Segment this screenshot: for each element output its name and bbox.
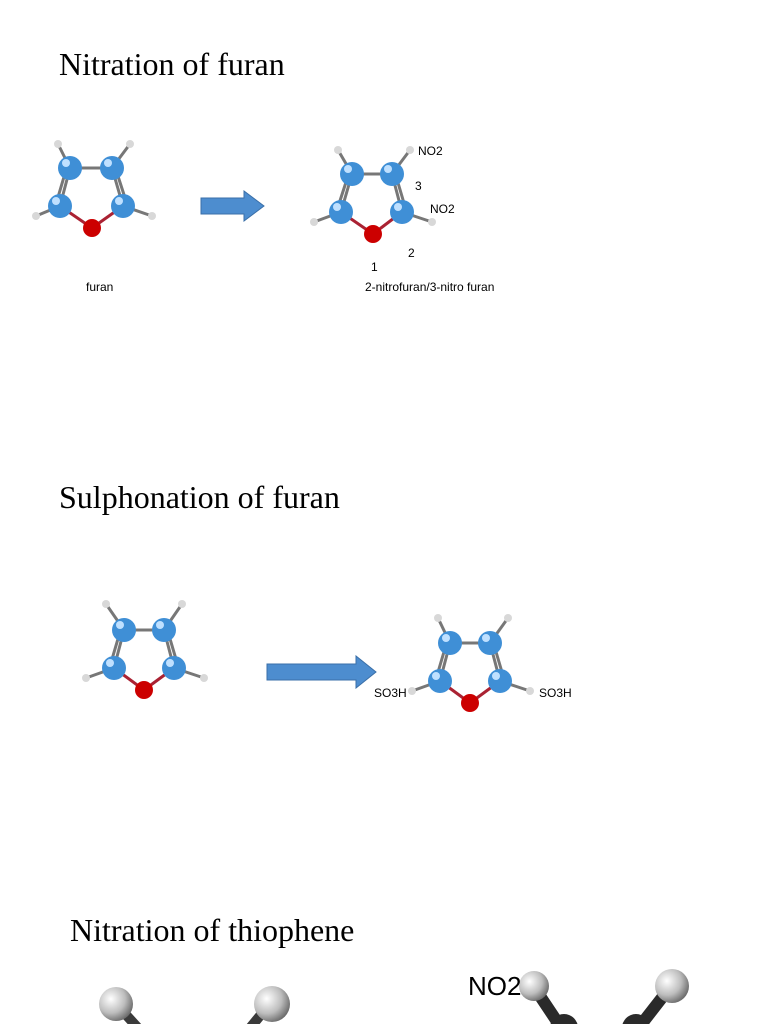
no2-label-top: NO2: [418, 144, 443, 158]
so3h-label-left: SO3H: [374, 686, 407, 700]
section-title-nitration-furan: Nitration of furan: [59, 46, 285, 82]
position-3-label: 3: [415, 179, 422, 193]
position-1-label: 1: [371, 260, 378, 274]
thiophene-molecule-partial: [99, 986, 290, 1024]
no2-label-thiophene: NO2: [468, 971, 522, 1001]
no2-label-side: NO2: [430, 202, 455, 216]
section-title-nitration-thiophene: Nitration of thiophene: [70, 912, 355, 948]
furan-molecule-sulphonation-reactant: [82, 600, 208, 699]
reaction-arrow-nitration: [200, 190, 265, 222]
reactant-label-furan: furan: [86, 280, 114, 294]
nitrothiophene-molecule-partial: [519, 969, 689, 1024]
position-2-label: 2: [408, 246, 415, 260]
so3h-label-right: SO3H: [539, 686, 572, 700]
product-label-nitrofuran: 2-nitrofuran/3-nitro furan: [365, 280, 495, 294]
sulphonic-acid-furan-molecule: [408, 614, 534, 712]
nitrofuran-molecule: [310, 146, 436, 243]
section-title-sulphonation-furan: Sulphonation of furan: [59, 479, 340, 515]
reaction-arrow-sulphonation: [266, 655, 377, 689]
furan-molecule: [32, 140, 156, 237]
